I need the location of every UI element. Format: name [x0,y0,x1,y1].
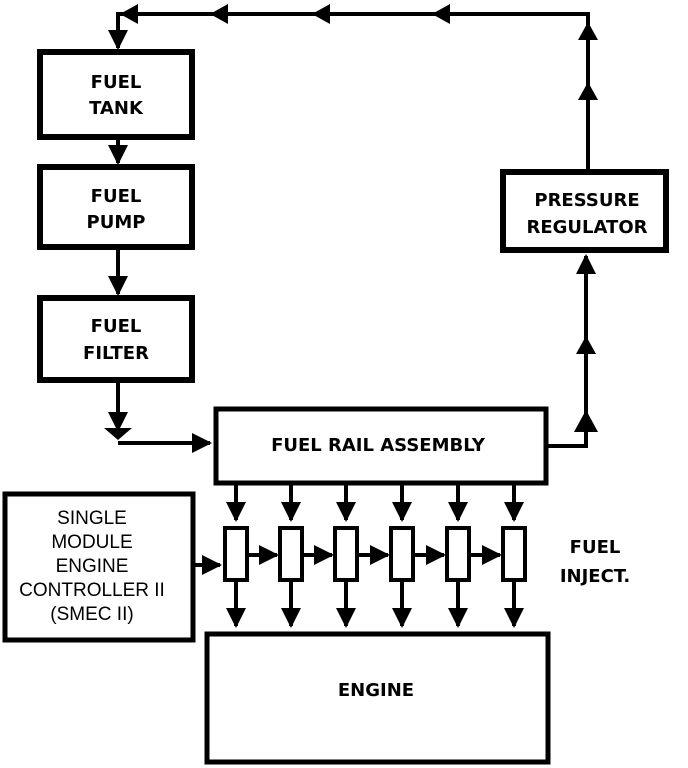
smec-label-3: ENGINE [56,556,129,577]
fuel-filter-block: FUEL FILTER [37,295,195,383]
return-left-arrowhead-4 [432,4,450,24]
fuel-injectors-label-1: FUEL [570,537,621,558]
fuel-injectors-label-2: INJECT. [560,566,630,587]
fuel-rail-label: FUEL RAIL ASSEMBLY [271,435,486,456]
fuel-rail-block: FUEL RAIL ASSEMBLY [213,406,549,486]
pressure-regulator-block: PRESSURE REGULATOR [500,169,669,253]
fuel-injector-4 [389,526,415,582]
fuel-pump-label-1: FUEL [91,186,142,207]
pressure-regulator-label-2: REGULATOR [527,217,648,238]
fuel-tank-block: FUEL TANK [37,49,195,140]
fuel-pump-label-2: PUMP [87,212,146,233]
rail-to-regulator-line [546,254,596,448]
smec-label-1: SINGLE [57,508,127,529]
return-up-arrowhead-2 [578,82,598,100]
return-up-arrowhead-1 [578,22,598,40]
direction-arrowheads [104,4,598,440]
fuel-injectors [223,483,527,628]
regulator-up-arrowhead-1 [576,336,596,354]
return-left-arrowhead-2 [210,4,228,24]
smec-label-5: (SMEC II) [50,604,133,625]
regulator-up-arrowhead-2 [574,410,598,432]
filter-corner-arrowhead [104,428,132,440]
engine-block: ENGINE [204,631,551,765]
fuel-injector-6 [501,526,527,582]
fuel-injector-3 [333,526,359,582]
return-left-arrowhead-3 [312,4,330,24]
smec-block: SINGLE MODULE ENGINE CONTROLLER II (SMEC… [2,491,196,643]
fuel-pump-block: FUEL PUMP [37,164,195,250]
fuel-injector-5 [445,526,471,582]
fuel-injector-2 [278,526,304,582]
fuel-injector-1 [223,526,249,582]
pressure-regulator-label-1: PRESSURE [534,190,639,211]
fuel-tank-label-1: FUEL [91,72,142,93]
engine-label: ENGINE [338,680,414,701]
return-left-arrowhead-1 [120,4,138,24]
smec-label-4: CONTROLLER II [19,580,165,601]
fuel-tank-label-2: TANK [89,98,144,119]
fuel-filter-label-1: FUEL [91,316,142,337]
smec-label-2: MODULE [51,532,132,553]
fuel-filter-label-2: FILTER [83,343,149,364]
